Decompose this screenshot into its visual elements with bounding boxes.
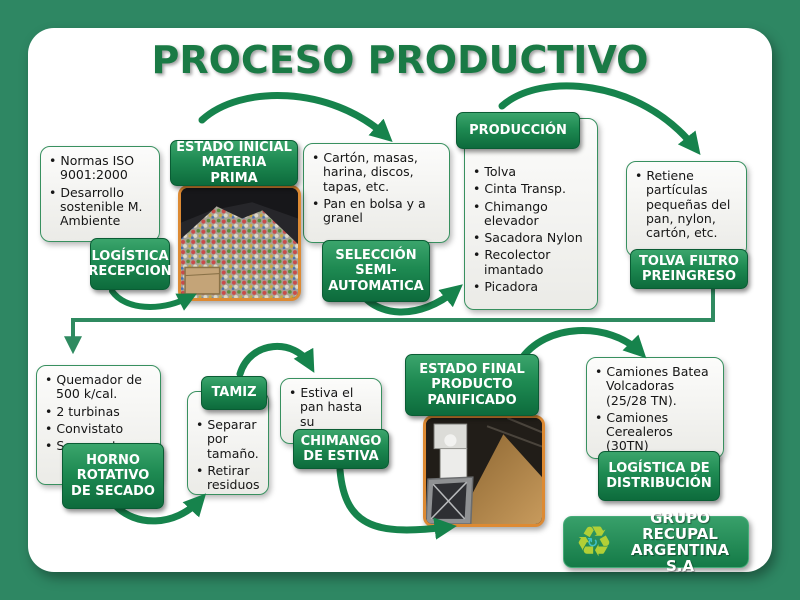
company-logo: ♻↻ GRUPO RECUPAL ARGENTINA S.A [563,509,749,574]
label-distribucion: LOGÍSTICA DE DISTRIBUCIÓN [598,451,720,501]
bullet-item: Sacadora Nylon [473,230,592,245]
bullet-item: Tolva [473,164,592,179]
bullet-item: Pan en bolsa y a granel [312,196,444,226]
label-produccion: PRODUCCIÓN [456,112,580,149]
bullet-item: Quemador de 500 k/cal. [45,372,155,402]
bullet-list: Separar por tamaño. Retirar residuos [196,417,263,493]
bullet-item: Retiene partículas pequeñas del pan, nyl… [635,168,741,240]
bullet-list: Cartón, masas, harina, discos, tapas, et… [312,150,444,226]
bullet-item: Retirar residuos [196,463,263,493]
label-tamiz: TAMIZ [201,376,267,410]
bullet-item: Chimango elevador [473,199,592,229]
bullet-item: Camiones Cerealeros (30TN) [595,410,718,454]
bullet-list: Tolva Cinta Transp. Chimango elevador Sa… [473,164,592,294]
recycle-icon: ♻↻ [575,517,613,566]
bullet-item: Cartón, masas, harina, discos, tapas, et… [312,150,444,194]
bullet-item: Picadora [473,279,592,294]
label-tolva-filtro: TOLVA FILTRO PREINGRESO [630,249,748,289]
box-seleccion: Cartón, masas, harina, discos, tapas, et… [303,143,450,243]
estado-final-photo [423,415,545,527]
estado-inicial-photo [178,185,301,301]
box-tolva-filtro: Retiene partículas pequeñas del pan, nyl… [626,161,747,257]
bullet-item: Normas ISO 9001:2000 [49,153,154,183]
box-distribucion: Camiones Batea Volcadoras (25/28 TN). Ca… [586,357,724,459]
company-name-line1: GRUPO RECUPAL [642,508,718,543]
bullet-list: Retiene partículas pequeñas del pan, nyl… [635,168,741,240]
label-estado-inicial: ESTADO INICIAL MATERIA PRIMA [170,140,298,186]
breadcrumb-pile-machinery-illustration [426,418,542,524]
label-seleccion: SELECCIÓN SEMI-AUTOMATICA [322,240,430,302]
bullet-item: Separar por tamaño. [196,417,263,461]
company-name: GRUPO RECUPAL ARGENTINA S.A [618,508,742,576]
bullet-list: Quemador de 500 k/cal. 2 turbinas Convis… [45,372,155,453]
bullet-item: Camiones Batea Volcadoras (25/28 TN). [595,364,718,408]
label-chimango: CHIMANGO DE ESTIVA [293,429,389,469]
label-estado-final: ESTADO FINAL PRODUCTO PANIFICADO [405,354,539,416]
bullet-item: Cinta Transp. [473,181,592,196]
bullet-item: Convistato [45,421,155,436]
company-name-line2: ARGENTINA S.A [630,541,730,576]
label-logistica-recepcion: LOGÍSTICA RECEPCION [88,238,172,290]
bullet-list: Normas ISO 9001:2000 Desarrollo sostenib… [49,153,154,229]
bullet-item: Desarrollo sostenible M. Ambiente [49,185,154,229]
recycled-bread-bags-pile-illustration [181,188,298,298]
bullet-item: 2 turbinas [45,404,155,419]
bullet-list: Camiones Batea Volcadoras (25/28 TN). Ca… [595,364,718,454]
swirl-icon: ↻ [587,536,598,551]
bullet-item: Recolector imantado [473,248,592,277]
label-horno: HORNO ROTATIVO DE SECADO [62,443,164,509]
box-logistica-recepcion: Normas ISO 9001:2000 Desarrollo sostenib… [40,146,160,242]
page-title: PROCESO PRODUCTIVO [151,38,649,82]
